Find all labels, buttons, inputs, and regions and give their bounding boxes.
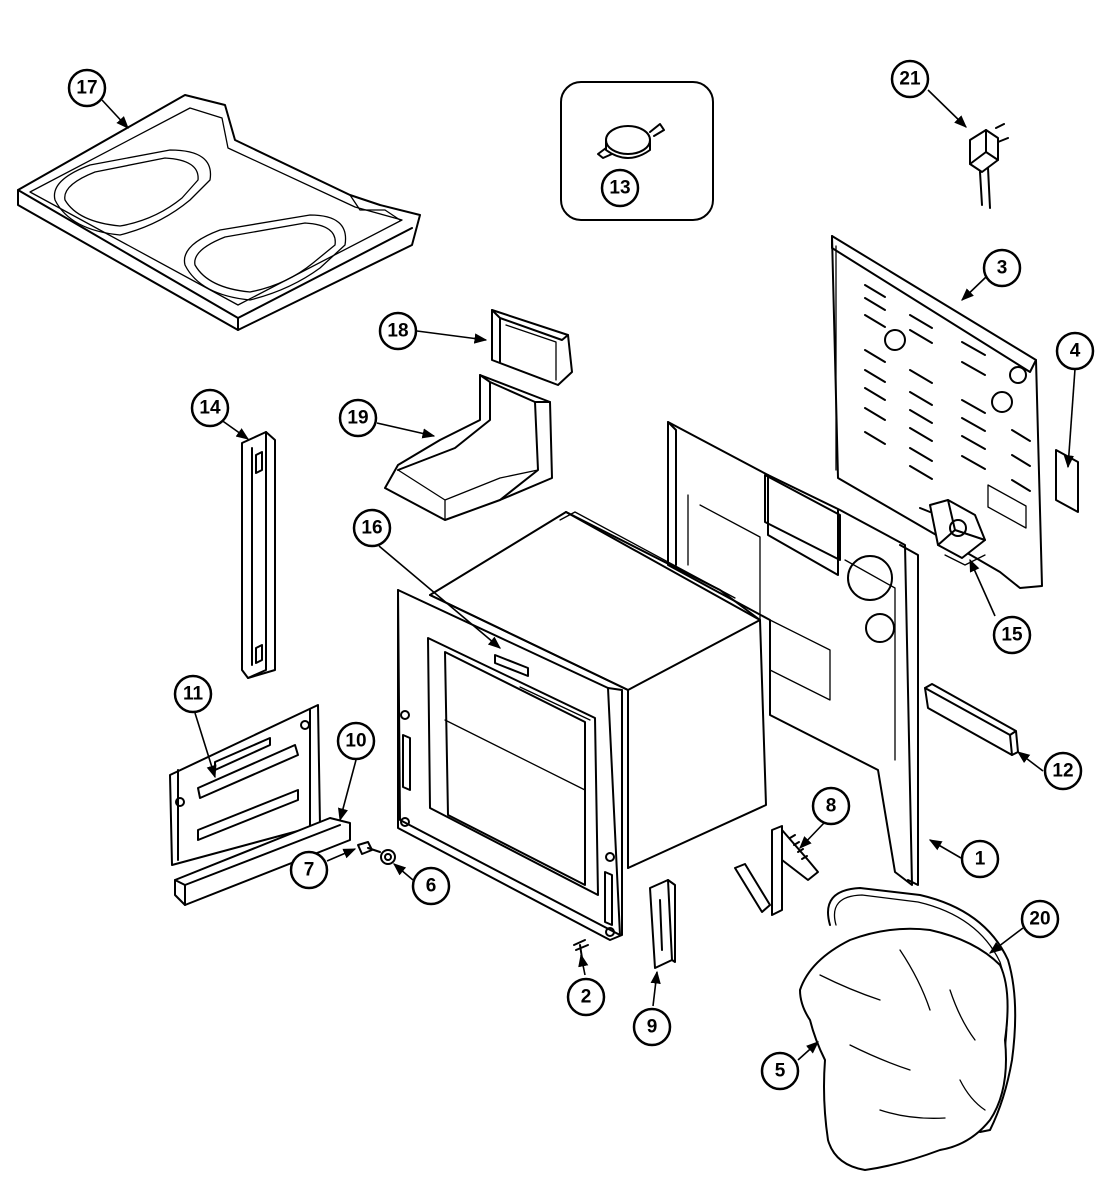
callout-18-label: 18 (387, 321, 408, 342)
callout-1-label: 1 (975, 849, 986, 870)
louver-slots (864, 284, 1031, 492)
part-17-cooktop-tray (17, 94, 421, 331)
callout-5: 5 (760, 1051, 800, 1091)
part-1-chassis-panel (667, 421, 919, 886)
callout-13: 13 (600, 168, 640, 208)
callout-9: 9 (632, 1007, 672, 1047)
callout-17: 17 (67, 68, 107, 108)
callout-4: 4 (1055, 331, 1095, 371)
leader-lines (101, 89, 1076, 1061)
callout-14-label: 14 (199, 398, 221, 419)
callout-17-label: 17 (76, 78, 97, 99)
part-4-plate (1055, 449, 1079, 513)
part-10-angle-strip (174, 817, 351, 906)
part-8-hinge (734, 825, 819, 916)
part-14-side-strip (241, 431, 276, 679)
part-3-rear-panel (831, 235, 1043, 589)
callout-14: 14 (190, 388, 230, 428)
callout-1: 1 (960, 839, 1000, 879)
callout-2: 2 (566, 977, 606, 1017)
part-19-vent-duct (384, 374, 553, 521)
callout-20-label: 20 (1029, 909, 1050, 930)
part-6-clip (380, 849, 396, 865)
callout-16: 16 (352, 508, 392, 548)
callout-11: 11 (173, 674, 213, 714)
callout-10: 10 (336, 721, 376, 761)
part-21-power-cord (969, 123, 1009, 209)
thermostat-disc (597, 123, 665, 159)
callout-12: 12 (1043, 751, 1083, 791)
callout-4-label: 4 (1070, 341, 1081, 362)
callout-7: 7 (289, 850, 329, 890)
callout-15-label: 15 (1001, 625, 1023, 646)
part-12-rail (924, 683, 1019, 756)
callout-6: 6 (411, 866, 451, 906)
part-15-fan-motor (919, 499, 986, 566)
callout-3: 3 (982, 248, 1022, 288)
callout-2-label: 2 (581, 987, 592, 1008)
oven-cavity (397, 511, 767, 941)
callout-21: 21 (890, 59, 930, 99)
part-13-inset-box (560, 81, 714, 221)
callout-15: 15 (992, 615, 1032, 655)
callout-19-label: 19 (347, 408, 368, 429)
callout-3-label: 3 (997, 258, 1008, 279)
callout-5-label: 5 (775, 1061, 786, 1082)
part-5-insulation (799, 927, 1009, 1171)
callout-19: 19 (338, 398, 378, 438)
part-7-screw (357, 841, 381, 855)
callout-21-label: 21 (899, 69, 921, 90)
callout-9-label: 9 (647, 1017, 658, 1038)
callout-13-label: 13 (609, 178, 630, 199)
callout-12-label: 12 (1052, 761, 1073, 782)
part-9-bracket (649, 879, 676, 969)
callout-18: 18 (378, 311, 418, 351)
callout-8-label: 8 (826, 796, 837, 817)
callout-8: 8 (811, 786, 851, 826)
callout-11-label: 11 (183, 684, 204, 705)
callout-6-label: 6 (426, 876, 437, 897)
callout-10-label: 10 (345, 731, 366, 752)
callout-16-label: 16 (361, 518, 382, 539)
callout-7-label: 7 (304, 860, 315, 881)
callout-20: 20 (1020, 899, 1060, 939)
part-18-vent-cap (491, 309, 573, 386)
